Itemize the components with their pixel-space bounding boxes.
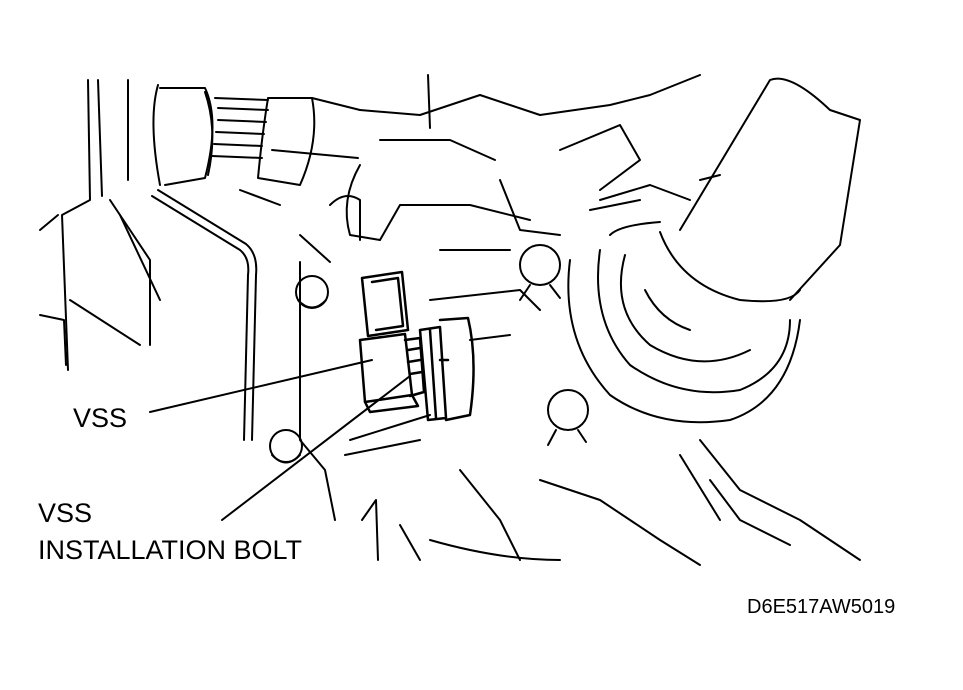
vss-sensor <box>358 270 475 422</box>
harness-wire <box>151 189 258 441</box>
case-bolts <box>519 244 589 446</box>
bolt-leader-line <box>221 375 411 521</box>
transaxle-case <box>299 74 701 566</box>
vss-bolt-label-line2: INSTALLATION BOLT <box>38 535 303 565</box>
leader-lines <box>149 359 411 521</box>
figure-code: D6E517AW5019 <box>747 596 896 618</box>
vss-bolt-label-line1: VSS <box>38 498 93 528</box>
bracket-bolts <box>269 275 329 464</box>
vss-leader-line <box>149 359 373 413</box>
left-frame <box>39 79 331 371</box>
harness-connector <box>152 84 361 186</box>
drive-shaft <box>567 77 861 561</box>
vss-label: VSS <box>73 403 128 433</box>
